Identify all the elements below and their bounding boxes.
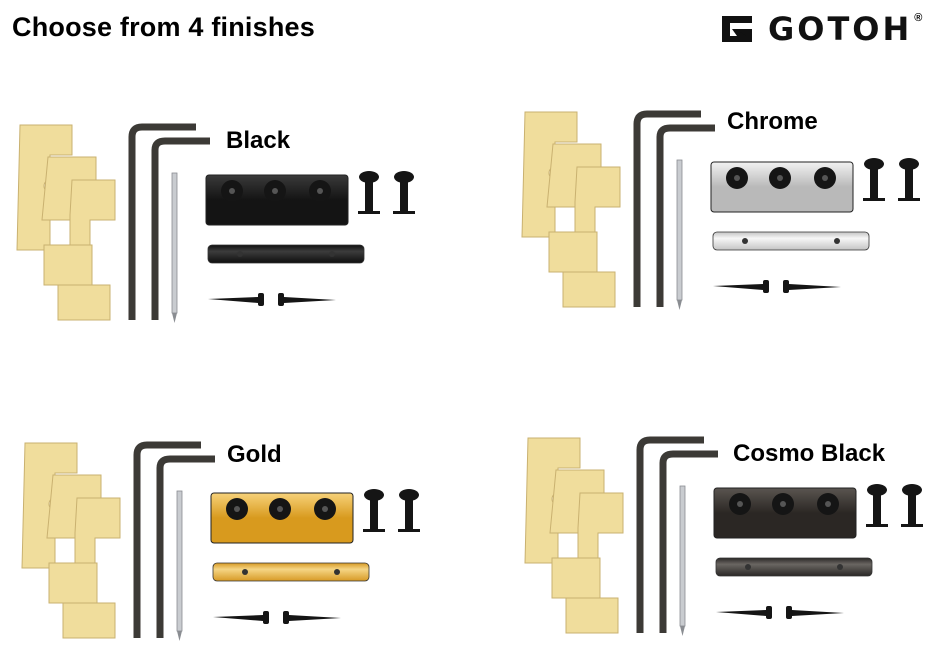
finish-chrome-kit: Chrome [505,92,950,322]
gotoh-logo-icon [722,16,752,42]
pin [171,172,178,323]
finish-label-chrome: Chrome [727,108,818,135]
locking-nut [713,487,857,539]
locking-nut [710,161,854,213]
finish-gold-kit: Gold [5,423,475,653]
locking-nut [205,174,349,226]
brand-name: GOTOH [768,10,913,48]
wood-screws [208,293,336,306]
finish-label-cosmo-black: Cosmo Black [733,440,886,467]
pin [176,490,183,641]
wood-screws [713,280,841,293]
finish-black-kit: Black [0,105,470,335]
mounting-bolts [866,484,923,527]
finish-label-black: Black [226,127,291,154]
wood-screws [716,606,844,619]
tension-bar [712,231,870,251]
hex-wrenches [133,441,215,638]
mounting-bolts [363,489,420,532]
page-title: Choose from 4 finishes [12,12,315,42]
shim-plates [16,124,116,321]
tension-bar [207,244,365,264]
gotoh-logo: GOTOH ® [720,10,922,48]
registered-mark: ® [914,12,923,24]
hex-wrenches [633,110,715,307]
mounting-bolts [863,158,920,201]
shim-plates [521,111,621,308]
shim-plates [21,442,121,639]
shim-plates [524,437,624,634]
tension-bar [715,557,873,577]
finish-label-gold: Gold [227,441,282,468]
locking-nut [210,492,354,544]
hex-wrenches [128,123,210,320]
pin [676,159,683,310]
pin [679,485,686,636]
hex-wrenches [636,436,718,633]
wood-screws [213,611,341,624]
finish-cosmo-black-kit: Cosmo Black [508,418,950,648]
mounting-bolts [358,171,415,214]
tension-bar [212,562,370,582]
